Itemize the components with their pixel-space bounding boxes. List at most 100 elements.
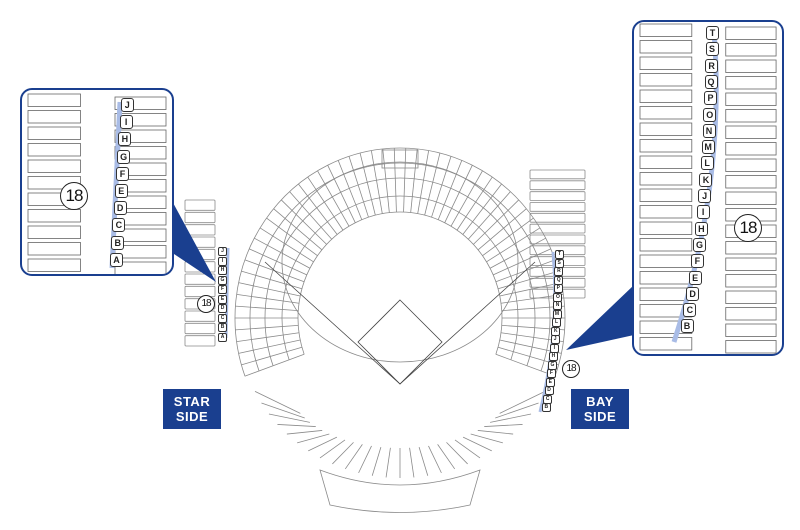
- seat-block-line: [348, 156, 369, 218]
- section-number-map-left: 18: [197, 295, 215, 313]
- map-row-tag: B: [541, 403, 551, 412]
- seat-block-line: [327, 165, 356, 223]
- map-row-tag: N: [553, 301, 563, 310]
- map-row-tag: L: [551, 318, 561, 327]
- inset-seat-block: [725, 241, 777, 255]
- row-tag-t: T: [706, 26, 719, 40]
- row-tag-p: P: [703, 91, 717, 106]
- seat-block-line: [236, 332, 300, 343]
- seat-block-line: [482, 217, 534, 257]
- row-tag-c: C: [112, 218, 126, 233]
- seat-block-line: [317, 170, 350, 227]
- wing-seat-block: [184, 335, 216, 347]
- seat-block-line: [462, 183, 502, 235]
- row-tag-j: J: [698, 189, 712, 203]
- seat-block-line: [241, 346, 303, 366]
- row-tag-d: D: [113, 201, 127, 216]
- row-tag-a: A: [110, 252, 123, 267]
- wing-seat-block: [184, 310, 216, 322]
- seat-block-line: [236, 293, 300, 304]
- inset-seat-block: [725, 158, 777, 172]
- inset-seat-block: [639, 23, 693, 37]
- row-tag-h: H: [118, 132, 132, 147]
- row-tag-j: J: [120, 98, 134, 112]
- map-row-tag: F: [218, 285, 227, 294]
- map-row-tag: D: [544, 386, 554, 395]
- inset-seat-block: [639, 122, 693, 136]
- star-side-label: STAR SIDE: [163, 389, 221, 429]
- inset-seat-block: [639, 106, 693, 120]
- inset-seat-map: [27, 93, 167, 274]
- seat-block-line: [261, 402, 305, 419]
- seat-block-line: [446, 442, 468, 465]
- inset-seat-block: [114, 96, 167, 110]
- inset-seat-block: [27, 209, 81, 223]
- inset-seat-block: [27, 242, 81, 256]
- row-tag-q: Q: [704, 74, 718, 89]
- map-row-tag: A: [218, 332, 227, 342]
- inset-seat-block: [639, 271, 693, 285]
- seat-block-line: [238, 339, 301, 354]
- stand-ring: [297, 211, 503, 355]
- inset-seat-block: [725, 257, 777, 271]
- seat-block-line: [493, 248, 551, 276]
- row-tag-b: B: [111, 235, 125, 250]
- row-tag-e: E: [114, 184, 128, 198]
- seat-block-line: [235, 305, 299, 312]
- row-tag-l: L: [700, 156, 714, 171]
- seat-block-line: [319, 439, 346, 459]
- inset-seat-block: [725, 92, 777, 106]
- section-number: 18: [734, 214, 762, 242]
- inset-seat-block: [639, 188, 693, 202]
- wing-seat-block: [184, 285, 216, 298]
- seat-block-line: [437, 160, 463, 220]
- seat-block-line: [266, 217, 318, 257]
- row-tag-f: F: [690, 254, 704, 269]
- seat-block-line: [332, 442, 354, 465]
- seat-block-line: [437, 444, 456, 470]
- map-row-tag: T: [555, 250, 564, 259]
- seat-block-line: [337, 160, 363, 220]
- map-row-tag: D: [218, 304, 227, 313]
- inset-seat-block: [725, 307, 777, 321]
- inset-seat-block: [639, 287, 693, 301]
- seat-block-line: [359, 152, 376, 216]
- seat-block-line: [403, 148, 407, 213]
- row-tag-g: G: [692, 237, 706, 252]
- inset-seat-block: [725, 59, 777, 73]
- row-tag-f: F: [116, 166, 129, 181]
- seat-block-line: [358, 445, 372, 474]
- seat-block-line: [385, 447, 391, 478]
- inset-seat-block: [114, 129, 167, 143]
- seat-block-line: [500, 293, 564, 304]
- map-row-tag: C: [218, 313, 227, 323]
- seat-block-line: [462, 436, 492, 452]
- seat-block-line: [495, 402, 539, 419]
- seat-block-line: [235, 324, 299, 331]
- wing-seat-block: [184, 211, 216, 224]
- row-tag-b: B: [680, 319, 694, 334]
- seat-block-line: [499, 391, 546, 414]
- inset-seat-block: [27, 93, 81, 107]
- foul-line-left: [264, 261, 401, 385]
- seat-block-line: [484, 424, 523, 427]
- seat-block-line: [273, 208, 323, 251]
- seat-block-line: [454, 439, 481, 459]
- inset-seat-block: [27, 126, 81, 140]
- inset-seat-block: [639, 205, 693, 219]
- inset-seat-block: [639, 337, 693, 351]
- wing-seat-block: [529, 169, 586, 180]
- inset-seat-block: [725, 109, 777, 123]
- wing-seat-block: [529, 191, 586, 201]
- wing-seat-block: [184, 273, 216, 285]
- wing-seat-block: [529, 234, 586, 245]
- inset-seat-block: [725, 142, 777, 156]
- seat-block-line: [444, 165, 473, 223]
- inset-seat-block: [114, 146, 167, 160]
- foul-line-right: [399, 261, 536, 385]
- seat-block-line: [289, 191, 333, 240]
- seat-block-line: [477, 208, 527, 251]
- row-tag-i: I: [119, 115, 133, 130]
